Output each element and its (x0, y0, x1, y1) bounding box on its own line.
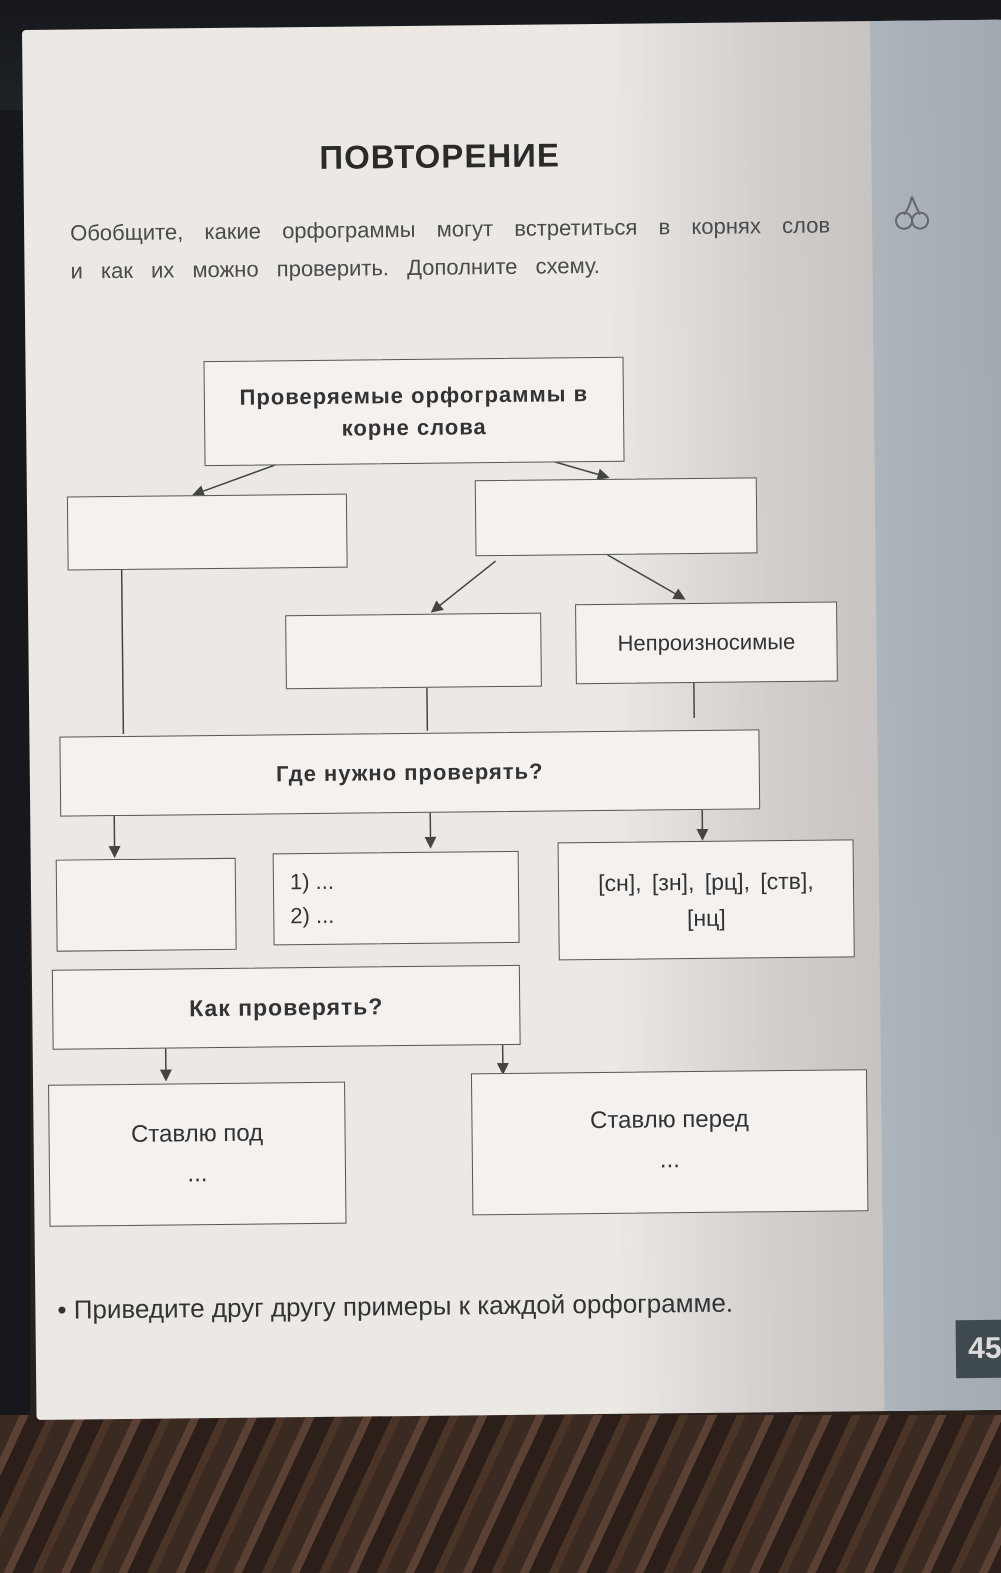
level1-right-box[interactable] (474, 477, 758, 557)
level2-right-box: Непроизносимые (575, 601, 838, 685)
how-right-box[interactable]: Ставлю перед ... (470, 1069, 869, 1216)
how-left-ellipsis: ... (187, 1160, 208, 1188)
where-mid-box[interactable]: 1) ... 2) ... (272, 850, 520, 946)
cherries-icon (892, 192, 932, 232)
how-right-ellipsis: ... (659, 1146, 681, 1174)
level1-left-box[interactable] (66, 493, 348, 571)
where-left-box[interactable] (55, 857, 237, 952)
page-number: 45 (955, 1319, 1001, 1379)
where-mid-item-2: 2) ... (290, 902, 335, 929)
where-to-check-box: Где нужно проверять? (59, 729, 761, 817)
bullet-icon: • (57, 1294, 67, 1325)
background-fabric (0, 1415, 1001, 1573)
textbook-page: ПОВТОРЕНИЕ Обобщите, какие орфограммы мо… (22, 19, 1001, 1420)
scheme-root-box: Проверяемые орфограммы в корне слова (203, 356, 625, 467)
how-right-text: Ставлю перед (589, 1105, 749, 1135)
how-left-text: Ставлю под (130, 1119, 264, 1148)
where-right-box: [сн], [зн], [рц], [ств], [нц] (557, 839, 855, 961)
how-to-check-box: Как проверять? (51, 964, 521, 1050)
level2-left-box[interactable] (285, 612, 542, 690)
task-text: Приведите друг другу примеры к каждой ор… (73, 1287, 734, 1325)
how-left-box[interactable]: Ставлю под ... (48, 1081, 347, 1227)
where-mid-item-1: 1) ... (289, 868, 335, 895)
